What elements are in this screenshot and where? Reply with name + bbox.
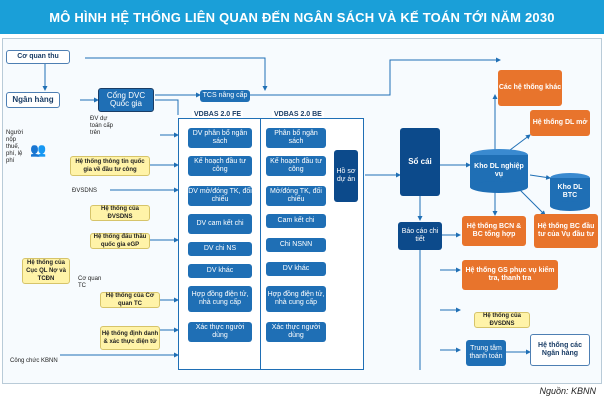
fe-item-5: DV khác bbox=[188, 264, 252, 278]
fe-item-3: DV cam kết chi bbox=[188, 214, 252, 234]
fe-item-6: Hợp đồng điện tử, nhà cung cấp bbox=[188, 286, 252, 312]
ht-thong-tin-box: Hệ thống thông tin quốc gia về đầu tư cô… bbox=[70, 156, 150, 176]
vdbas-be-label: VDBAS 2.0 BE bbox=[272, 111, 324, 118]
ho-so-du-an-box: Hồ sơ dự án bbox=[334, 150, 358, 202]
ngan-hang-box: Ngân hàng bbox=[6, 92, 60, 108]
dv-du-toan-label: ĐV dự toán cấp trên bbox=[90, 116, 114, 136]
ht-gs-box: Hệ thống GS phục vụ kiểm tra, thanh tra bbox=[462, 260, 558, 290]
fe-item-1: Kế hoạch đầu tư công bbox=[188, 156, 252, 176]
nguoi-nop-label: Người nộp thuế, phí, lệ phí bbox=[6, 130, 23, 164]
kho-dl-btc-cylinder bbox=[550, 173, 590, 211]
ht-cua-dvsdns-right-box: Hệ thống của ĐVSDNS bbox=[474, 312, 530, 328]
trung-tam-tt-box: Trung tâm thanh toán bbox=[466, 340, 506, 366]
fe-item-2: DV mở/đóng TK, đối chiếu bbox=[188, 186, 252, 206]
ht-ngan-hang-box: Hệ thống các Ngân hàng bbox=[530, 334, 590, 366]
be-item-4: Chi NSNN bbox=[266, 238, 326, 252]
be-item-6: Hợp đồng điện tử, nhà cung cấp bbox=[266, 286, 326, 312]
fe-item-4: DV chi NS bbox=[188, 242, 252, 256]
ht-bc-dau-tu-box: Hệ thống BC đầu tư của Vụ đầu tư bbox=[534, 214, 598, 248]
source-note: Nguồn: KBNN bbox=[539, 386, 596, 396]
fe-item-7: Xác thực người dùng bbox=[188, 322, 252, 342]
be-item-0: Phân bổ ngân sách bbox=[266, 128, 326, 148]
ht-co-quan-tc-box: Hệ thống của Cơ quan TC bbox=[100, 292, 160, 308]
be-item-2: Mở/đóng TK, đối chiếu bbox=[266, 186, 326, 206]
kho-dl-nv-label: Kho DL nghiệp vụ bbox=[474, 163, 524, 178]
ht-dinh-danh-box: Hệ thống định danh & xác thực điện tử bbox=[100, 326, 160, 350]
so-cai-box: Sổ cái bbox=[400, 128, 440, 196]
co-quan-thu-box: Cơ quan thu bbox=[6, 50, 70, 64]
ht-dau-thau-box: Hệ thống đấu thầu quốc gia eGP bbox=[90, 233, 150, 249]
ht-dl-mo-box: Hệ thống DL mở bbox=[530, 110, 590, 136]
co-quan-tc-label: Cơ quan TC bbox=[78, 276, 102, 289]
ht-cuc-ql-box: Hệ thống của Cục QL Nợ và TCĐN bbox=[22, 258, 70, 284]
fe-item-0: DV phân bổ ngân sách bbox=[188, 128, 252, 148]
ht-cua-dvsdns-box: Hệ thống của ĐVSDNS bbox=[90, 205, 150, 221]
ht-khac-box: Các hệ thống khác bbox=[498, 70, 562, 106]
be-item-5: DV khác bbox=[266, 262, 326, 276]
bao-cao-box: Báo cáo chi tiết bbox=[398, 222, 442, 250]
be-item-1: Kế hoạch đầu tư công bbox=[266, 156, 326, 176]
cong-dvc-box: Cổng DVC Quốc gia bbox=[98, 88, 154, 112]
be-item-3: Cam kết chi bbox=[266, 214, 326, 228]
people-icon: 👥 bbox=[30, 142, 47, 157]
vdbas-fe-label: VDBAS 2.0 FE bbox=[192, 111, 244, 118]
tcs-box: TCS nâng cấp bbox=[200, 90, 250, 102]
ht-bcn-box: Hệ thống BCN & BC tổng hợp bbox=[462, 216, 526, 246]
kho-dl-nghiep-vu-cylinder bbox=[470, 149, 528, 193]
cong-chuc-label: Công chức KBNN bbox=[10, 358, 58, 364]
page-title: MÔ HÌNH HỆ THỐNG LIÊN QUAN ĐẾN NGÂN SÁCH… bbox=[0, 0, 604, 34]
dvsdns-label: ĐVSDNS bbox=[72, 188, 98, 194]
be-item-7: Xác thực người dùng bbox=[266, 322, 326, 342]
kho-dl-btc-label: Kho DL BTC bbox=[557, 184, 583, 199]
